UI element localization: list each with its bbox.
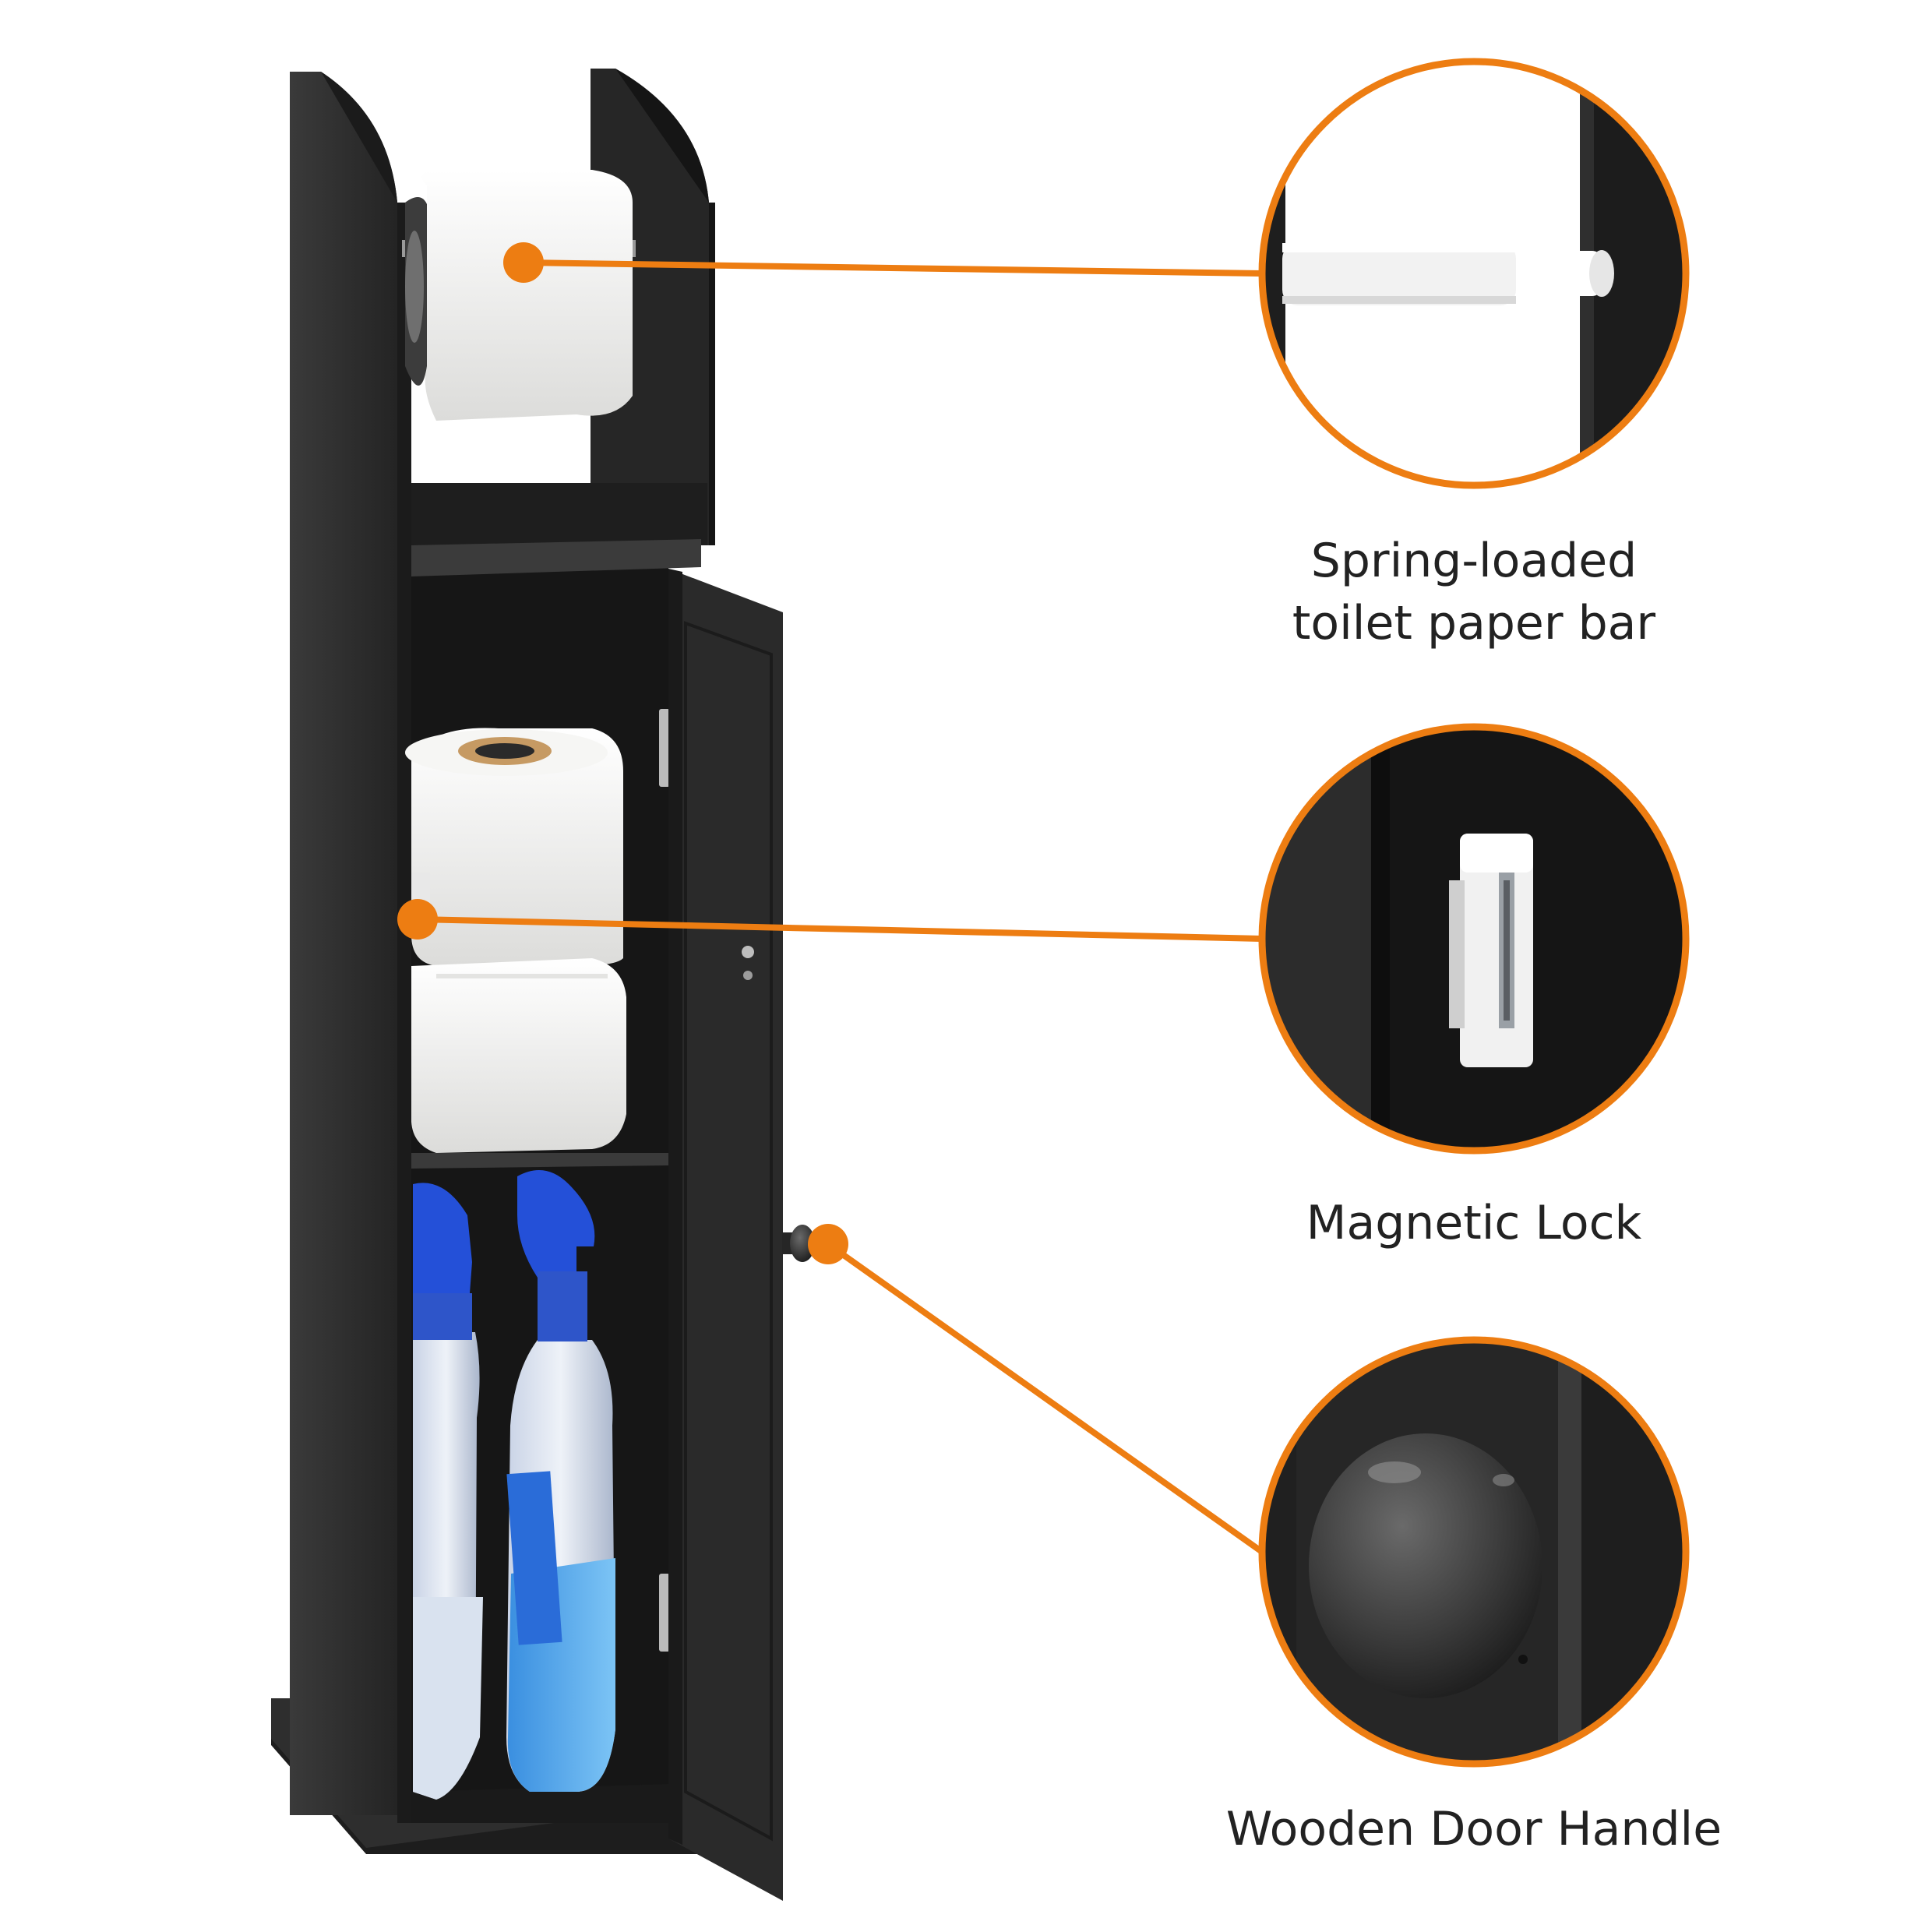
- spray-collar: [413, 1293, 472, 1340]
- spare-roll-upper-hole: [475, 743, 534, 759]
- spray-trigger-2: [517, 1170, 595, 1278]
- leader-line-1: [523, 259, 1263, 277]
- spare-toilet-rolls: [405, 728, 626, 1153]
- roll-body: [421, 170, 633, 421]
- callout-leaders: [397, 242, 1264, 1555]
- magnet-screw-2: [743, 971, 753, 980]
- hinge-bottom: [659, 1574, 670, 1652]
- cleaning-spray-bottles: [413, 1170, 615, 1800]
- detail-frame-2: [1258, 723, 1690, 1155]
- lock-panel-gap: [1371, 727, 1390, 1151]
- knob-stem: [782, 1232, 793, 1254]
- caption-magnetic-lock: Magnetic Lock: [1178, 1192, 1770, 1254]
- lock-panel-right: [1390, 727, 1686, 1151]
- leader-dot-3: [808, 1224, 848, 1264]
- cabinet-left-panel: [290, 72, 397, 1815]
- handle-door-edge: [1558, 1340, 1581, 1764]
- roll-core: [405, 231, 424, 343]
- toilet-paper-bar-closeup-icon: [1282, 243, 1614, 305]
- detail-toilet-paper-bar: [1258, 58, 1690, 489]
- magnet-screw: [742, 946, 754, 958]
- detail-wooden-door-handle: [1258, 1336, 1690, 1768]
- door-inner-panel: [684, 621, 773, 1842]
- cabinet-floor: [411, 1784, 668, 1823]
- cabinet-door[interactable]: [668, 569, 783, 1901]
- door-knob[interactable]: [790, 1225, 815, 1262]
- caption-line: Spring-loaded: [1310, 534, 1638, 588]
- bottle-liquid: [413, 1597, 483, 1800]
- middle-shelf: [411, 1153, 668, 1169]
- hinge-top: [659, 709, 670, 787]
- detail-frame-3: [1258, 1336, 1690, 1768]
- detail-frame-1: [1258, 58, 1690, 489]
- leader-dot-1: [503, 242, 544, 283]
- top-shelf: [411, 539, 701, 576]
- magnetic-latch-closeup-icon: [1449, 834, 1533, 1067]
- top-shelf-back: [411, 483, 707, 545]
- leader-line-3: [826, 1241, 1264, 1555]
- toilet-paper-roll: [402, 170, 636, 421]
- door-knob-closeup-icon: [1309, 1433, 1542, 1698]
- leader-dot-2: [397, 899, 438, 940]
- detail-magnetic-lock: [1258, 723, 1690, 1155]
- spare-roll-lower: [411, 958, 626, 1153]
- magnetic-latch: [411, 873, 430, 902]
- spare-roll-lower-sheen: [436, 974, 608, 978]
- spray-bottle-left: [413, 1183, 483, 1800]
- spray-collar-2: [538, 1271, 587, 1341]
- caption-line: Wooden Door Handle: [1225, 1802, 1722, 1856]
- caption-line: Magnetic Lock: [1306, 1196, 1642, 1250]
- bottle-label: [506, 1471, 562, 1645]
- caption-wooden-door-handle: Wooden Door Handle: [1178, 1798, 1770, 1860]
- spare-roll-upper: [411, 728, 623, 966]
- spray-bottle-right: [506, 1170, 615, 1792]
- door-edge: [668, 569, 682, 1845]
- caption-line: toilet paper bar: [1292, 596, 1656, 650]
- caption-toilet-paper-bar: Spring-loaded toilet paper bar: [1178, 530, 1770, 654]
- leader-line-2: [417, 916, 1263, 942]
